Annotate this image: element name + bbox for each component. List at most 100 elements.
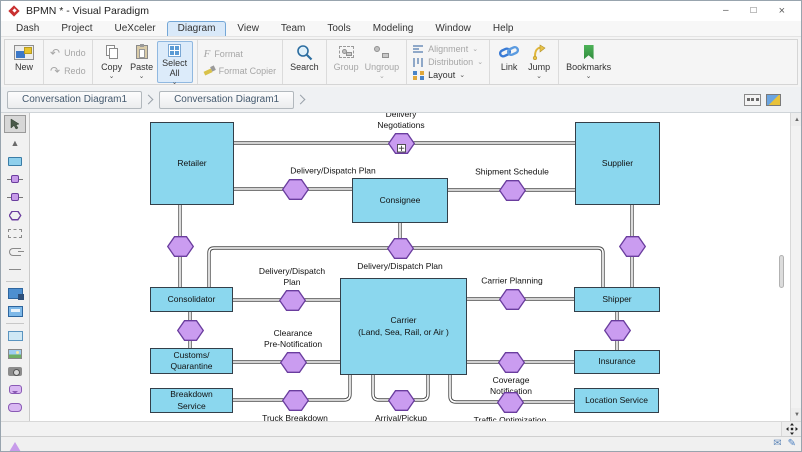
conversation-node-conv-consolidator-customs[interactable] [176, 319, 204, 341]
rectangle-select-tool[interactable] [4, 226, 26, 241]
conversation-node-delivery-dispatch-plan-1[interactable] [281, 178, 309, 200]
vertical-scroll-track[interactable] [791, 126, 801, 408]
conversation-node-shipment-schedule[interactable] [498, 179, 526, 201]
maximize-button[interactable]: □ [750, 5, 757, 16]
image-tool[interactable] [4, 346, 26, 361]
conversation-node-carrier-planning[interactable] [498, 288, 526, 310]
menu-item-tools[interactable]: Tools [327, 23, 351, 34]
minimize-button[interactable]: – [722, 5, 729, 16]
layout-chevron-down-icon[interactable]: ⌄ [459, 71, 466, 79]
panel-collapse-grip[interactable] [779, 255, 784, 288]
format-button[interactable]: F Format [203, 47, 243, 60]
menu-item-window[interactable]: Window [435, 23, 471, 34]
paste-button[interactable]: Paste ⌄ [127, 41, 157, 83]
bookmarks-chevron-down-icon[interactable]: ⌄ [585, 72, 592, 80]
participant-tool[interactable] [4, 154, 26, 169]
conversation-node-conv-retailer-consolidator[interactable] [166, 235, 194, 257]
menu-item-uexceler[interactable]: UeXceler [114, 23, 156, 34]
line-tool[interactable] [4, 262, 26, 277]
close-button[interactable]: × [778, 4, 785, 17]
rounded-rectangle-tool[interactable] [4, 400, 26, 415]
format-copier-button[interactable]: Format Copier [202, 65, 279, 76]
ungroup-chevron-down-icon[interactable]: ⌄ [378, 72, 385, 80]
group-icon [338, 46, 354, 58]
search-button[interactable]: Search [287, 41, 322, 83]
line-icon [9, 269, 21, 270]
menu-item-help[interactable]: Help [492, 23, 514, 34]
vertical-scrollbar[interactable]: ▲ ▼ [790, 113, 801, 421]
menu-item-team[interactable]: Team [280, 23, 306, 34]
textbox-tool[interactable] [4, 328, 26, 343]
palette-scroll-up[interactable]: ▲ [4, 136, 26, 151]
conversation-node-coverage-notification[interactable] [497, 351, 525, 373]
pan-tool-button[interactable] [781, 422, 801, 436]
participant-consolidator[interactable]: Consolidator [150, 287, 233, 312]
conversation-node-conv-supplier-shipper[interactable] [618, 235, 646, 257]
conversation-node-conv-shipper-insurance[interactable] [603, 319, 631, 341]
participant-customs-quarantine[interactable]: Customs/ Quarantine [150, 348, 233, 374]
cursor-tool[interactable] [4, 115, 26, 133]
jump-chevron-down-icon[interactable]: ⌄ [536, 72, 543, 80]
horizontal-scrollbar[interactable] [1, 421, 801, 436]
conversation-node-arrival-pickup-confirmation[interactable] [387, 389, 415, 411]
menu-item-modeling[interactable]: Modeling [372, 23, 414, 34]
participant-retailer[interactable]: Retailer [150, 122, 234, 205]
conversation-node-truck-breakdown-provision[interactable] [281, 389, 309, 411]
conversation-node-traffic-optimization-guidance[interactable] [496, 391, 524, 413]
breadcrumb-item-0[interactable]: Conversation Diagram1 [7, 90, 143, 109]
conversation-label-delivery-dispatch-plan-2: Delivery/Dispatch Plan [357, 261, 443, 271]
communication-tool[interactable] [4, 172, 26, 187]
conversation-node-delivery-dispatch-plan-3[interactable] [278, 289, 306, 311]
open-specification-icon[interactable] [766, 93, 781, 106]
participant-carrier[interactable]: Carrier (Land, Sea, Rail, or Air ) [340, 278, 467, 375]
copy-button[interactable]: Copy ⌄ [97, 41, 127, 83]
callout-tool[interactable] [4, 382, 26, 397]
edit-note-icon[interactable]: ✎ [787, 438, 796, 449]
triangle-tool[interactable] [4, 436, 26, 451]
screenshot-tool[interactable] [4, 364, 26, 379]
horizontal-scroll-track[interactable] [1, 422, 781, 436]
scroll-down-arrow-icon[interactable]: ▼ [791, 408, 801, 421]
ungroup-button[interactable]: Ungroup ⌄ [362, 41, 403, 83]
distribution-button[interactable]: Distribution ⌄ [411, 57, 485, 67]
participant-breakdown-service[interactable]: Breakdown Service [150, 388, 233, 413]
link-button[interactable]: Link [494, 41, 524, 83]
group-button[interactable]: Group [331, 41, 362, 83]
menu-item-dash[interactable]: Dash [16, 23, 40, 34]
sub-communication-tool[interactable] [4, 190, 26, 205]
bookmarks-button[interactable]: Bookmarks ⌄ [563, 41, 614, 83]
paste-chevron-down-icon[interactable]: ⌄ [138, 72, 145, 80]
alignment-button[interactable]: Alignment ⌄ [411, 44, 485, 54]
scroll-up-arrow-icon[interactable]: ▲ [791, 113, 801, 126]
conversation-tool[interactable] [4, 208, 26, 223]
conversation-link-tool[interactable] [4, 244, 26, 259]
jump-button[interactable]: Jump ⌄ [524, 41, 554, 83]
participant-shipper[interactable]: Shipper [574, 287, 660, 312]
breadcrumb-item-1[interactable]: Conversation Diagram1 [159, 90, 295, 109]
new-button[interactable]: New [9, 41, 39, 83]
conversation-node-clearance-pre-notification[interactable] [279, 351, 307, 373]
menu-item-project[interactable]: Project [61, 23, 93, 34]
participant-insurance[interactable]: Insurance [574, 350, 660, 374]
model-tool-1[interactable] [4, 286, 26, 301]
layout-button[interactable]: Layout ⌄ [411, 70, 485, 80]
model-tool-2[interactable] [4, 304, 26, 319]
participant-supplier[interactable]: Supplier [575, 122, 660, 205]
format-icon: F [203, 47, 211, 60]
participant-consignee[interactable]: Consignee [352, 178, 448, 223]
select-all-chevron-down-icon[interactable]: ⌄ [171, 78, 178, 86]
redo-button[interactable]: ↷ Redo [50, 64, 86, 78]
palette-divider [6, 281, 24, 282]
select-all-button[interactable]: Select All ⌄ [156, 41, 193, 86]
conversation-node-delivery-negotiations[interactable] [387, 132, 415, 154]
message-envelope-icon[interactable]: ✉ [773, 438, 782, 449]
fit-selection-icon[interactable] [744, 93, 761, 106]
undo-button[interactable]: ↶ Undo [50, 46, 86, 60]
conversation-node-delivery-dispatch-plan-2[interactable] [386, 237, 414, 259]
menu-item-view[interactable]: View [237, 23, 259, 34]
menu-item-diagram[interactable]: Diagram [166, 21, 227, 36]
participant-location-service[interactable]: Location Service [574, 388, 659, 413]
conversation-label-coverage-notification: Coverage Notification [489, 375, 533, 396]
copy-chevron-down-icon[interactable]: ⌄ [108, 72, 115, 80]
